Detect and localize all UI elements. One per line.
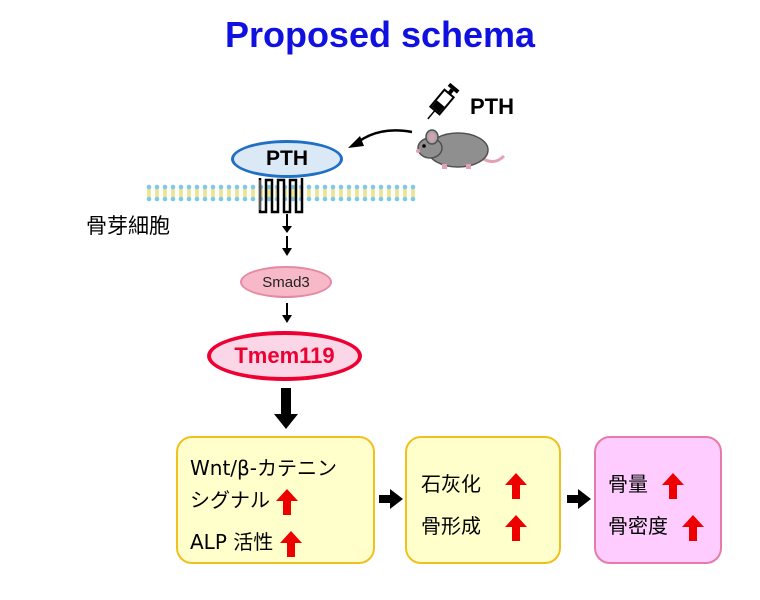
up-arrow-icon [662, 472, 685, 499]
curved-arrow-icon [348, 129, 413, 148]
syringe-icon [427, 82, 460, 120]
box3-line1: 骨量 [608, 472, 648, 496]
down-arrow-icon [282, 303, 292, 323]
box2-line1: 石灰化 [421, 472, 481, 496]
up-arrow-icon [505, 472, 528, 499]
right-arrow-icon [567, 489, 591, 509]
up-arrow-icon [276, 488, 299, 515]
box1-line2: シグナル [190, 488, 270, 512]
box2-line2: 骨形成 [421, 514, 481, 538]
mineralization-box: 石灰化 骨形成 [405, 436, 561, 564]
tmem119-node: Tmem119 [207, 331, 362, 381]
box1-line1: Wnt/β-カテニン [190, 456, 338, 480]
smad3-node: Smad3 [240, 266, 332, 298]
osteoblast-label: 骨芽細胞 [86, 214, 170, 238]
injection-label: PTH [470, 94, 514, 119]
mouse-icon [416, 129, 506, 169]
membrane-icon [145, 184, 417, 202]
down-arrow-icon [274, 388, 298, 429]
right-arrow-icon [379, 489, 403, 509]
wnt-alp-box: Wnt/β-カテニン シグナル ALP 活性 [176, 436, 375, 564]
up-arrow-icon [682, 514, 705, 541]
receptor-icon [258, 178, 304, 214]
diagram-title: Proposed schema [224, 14, 536, 55]
pth-ligand: PTH [231, 140, 343, 178]
up-arrow-icon [279, 530, 302, 557]
bone-mass-box: 骨量 骨密度 [594, 436, 722, 564]
up-arrow-icon [505, 514, 528, 541]
box3-line2: 骨密度 [608, 514, 668, 538]
box1-line3: ALP 活性 [190, 530, 274, 554]
down-arrow-icon [282, 214, 292, 256]
